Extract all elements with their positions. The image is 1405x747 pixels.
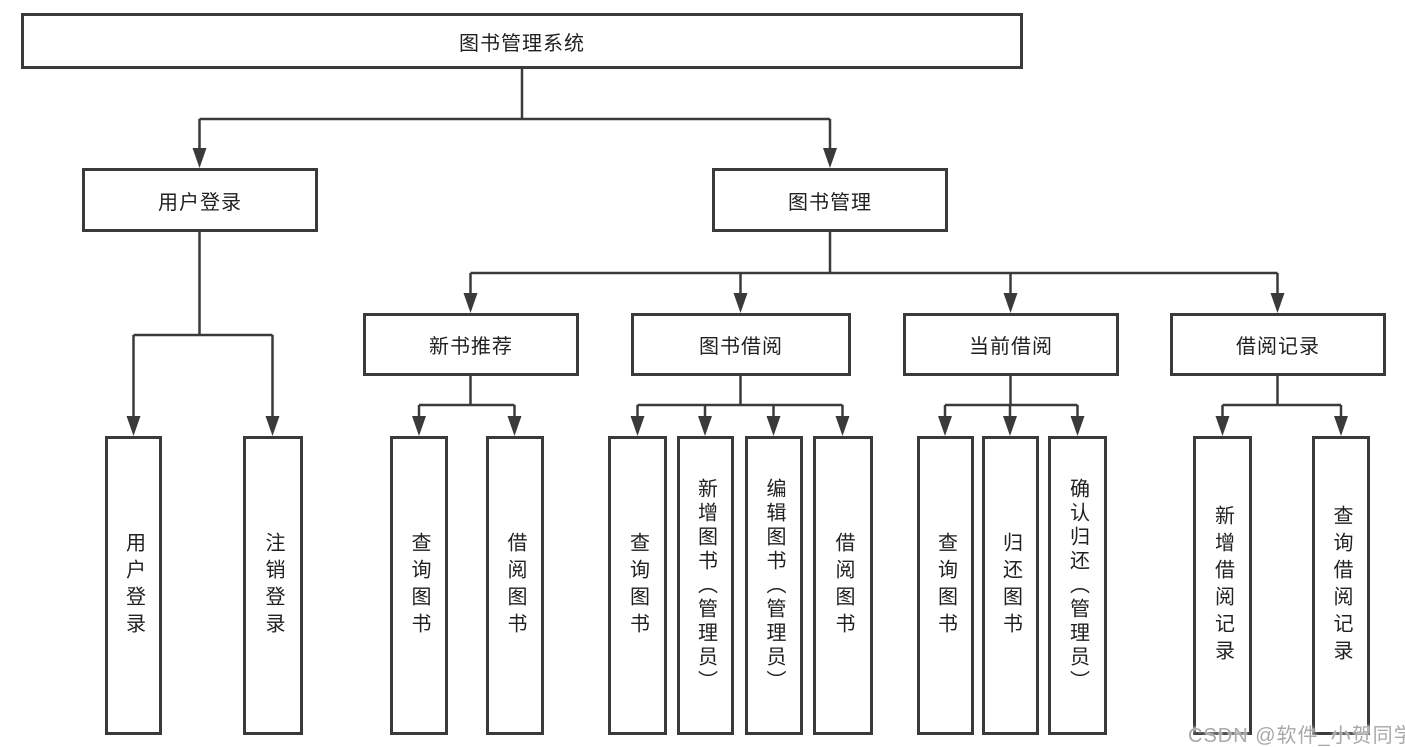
node-book-borrowing-label: 图书借阅 [699,336,783,358]
leaf-query-books-borrowing: 查询图书 [608,436,667,735]
leaf-query-books-recommend: 查询图书 [390,436,448,735]
node-borrowing-records-label: 借阅记录 [1236,336,1320,358]
node-book-borrowing: 图书借阅 [631,313,851,376]
node-borrowing-records: 借阅记录 [1170,313,1386,376]
leaf-borrow-books-borrowing: 借阅图书 [813,436,873,735]
leaf-return-books-label: 归还图书 [999,531,1022,640]
leaf-add-borrow-record: 新增借阅记录 [1193,436,1252,735]
leaf-borrow-books-recommend-label: 借阅图书 [504,531,526,640]
leaf-confirm-return-admin: 确认归还（管理员） [1048,436,1107,735]
leaf-borrow-books-recommend: 借阅图书 [486,436,544,735]
leaf-user-login-label: 用户登录 [122,531,145,640]
node-current-borrowing: 当前借阅 [903,313,1119,376]
leaf-add-borrow-record-label: 新增借阅记录 [1211,504,1234,667]
node-user-login: 用户登录 [82,168,318,232]
leaf-return-books: 归还图书 [982,436,1039,735]
leaf-add-books-admin: 新增图书（管理员） [677,436,734,735]
leaf-edit-books-admin-label: 编辑图书（管理员） [763,477,785,694]
node-root-system: 图书管理系统 [21,13,1023,69]
node-book-management-label: 图书管理 [788,191,872,214]
node-current-borrowing-label: 当前借阅 [969,336,1053,358]
leaf-query-books-current-label: 查询图书 [934,531,957,640]
leaf-confirm-return-admin-label: 确认归还（管理员） [1066,477,1089,694]
leaf-logout-label: 注销登录 [262,531,284,640]
arrowheads [126,148,1348,436]
node-new-book-recommend: 新书推荐 [363,313,579,376]
leaf-edit-books-admin: 编辑图书（管理员） [745,436,803,735]
leaf-borrow-books-borrowing-label: 借阅图书 [832,531,854,640]
leaf-query-borrow-record: 查询借阅记录 [1312,436,1370,735]
leaf-user-login: 用户登录 [105,436,162,735]
node-user-login-label: 用户登录 [158,191,242,214]
leaf-query-books-current: 查询图书 [917,436,974,735]
node-book-management: 图书管理 [712,168,948,232]
node-root-system-label: 图书管理系统 [459,32,585,55]
leaf-add-books-admin-label: 新增图书（管理员） [694,477,717,694]
csdn-watermark: CSDN @软件_小贺同学 [1188,725,1405,747]
leaf-query-books-borrowing-label: 查询图书 [626,531,649,640]
leaf-logout: 注销登录 [243,436,303,735]
leaf-query-books-recommend-label: 查询图书 [408,531,430,640]
node-new-book-recommend-label: 新书推荐 [429,336,513,358]
leaf-query-borrow-record-label: 查询借阅记录 [1330,504,1352,667]
